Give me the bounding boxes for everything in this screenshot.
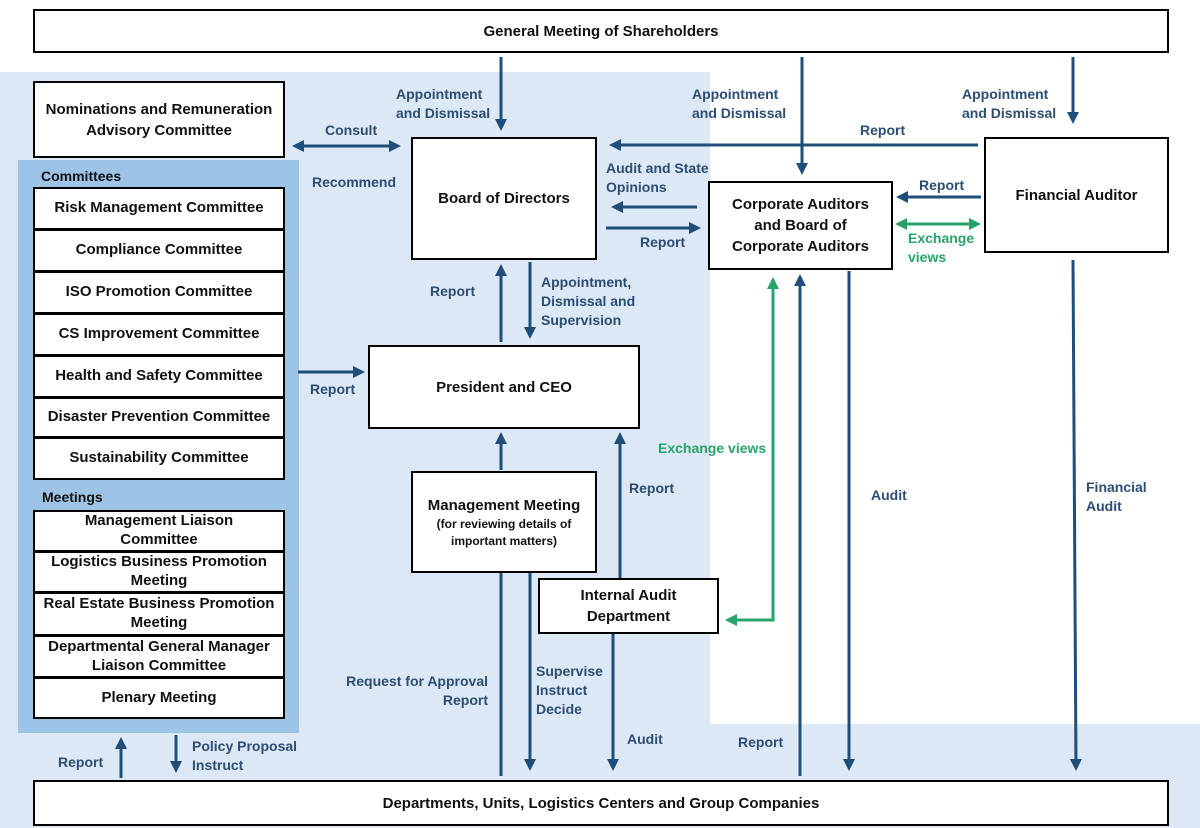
label-report-departments: Report xyxy=(738,734,784,750)
meeting-item: Management Liaison Committee xyxy=(33,510,285,552)
label-financial-audit: Financial Audit xyxy=(1086,479,1147,514)
president-box: President and CEO xyxy=(368,345,640,429)
departments-box: Departments, Units, Logistics Centers an… xyxy=(33,780,1169,826)
committees-heading: Committees xyxy=(41,168,122,184)
shareholders-box: General Meeting of Shareholders xyxy=(33,9,1169,53)
management-meeting-box: Management Meeting (for reviewing detail… xyxy=(411,471,597,573)
financial-auditor-box: Financial Auditor xyxy=(984,137,1169,253)
president-label: President and CEO xyxy=(436,378,572,396)
committee-item: ISO Promotion Committee xyxy=(33,271,285,314)
arrow-exchange-views-internal xyxy=(725,277,779,626)
committee-item: Compliance Committee xyxy=(33,229,285,272)
label-request-approval: Request for Approval Report xyxy=(346,673,488,708)
management-meeting-label: Management Meeting xyxy=(427,497,581,515)
label-audit-auditors: Audit xyxy=(871,487,907,503)
label-report-fa-auditors: Report xyxy=(919,177,965,193)
internal-audit-box: Internal Audit Department xyxy=(538,578,719,634)
arrow-financial-audit xyxy=(1069,259,1082,771)
committee-item: CS Improvement Committee xyxy=(33,313,285,356)
departments-label: Departments, Units, Logistics Centers an… xyxy=(382,794,820,812)
committee-item: Disaster Prevention Committee xyxy=(33,397,285,438)
label-report-board-auditors: Report xyxy=(640,234,686,250)
label-consult: Consult xyxy=(325,122,378,138)
corporate-auditors-box: Corporate Auditors and Board of Corporat… xyxy=(708,181,893,270)
label-report-bottom-left: Report xyxy=(58,754,104,770)
meeting-item: Logistics Business Promotion Meeting xyxy=(33,551,285,593)
label-exchange-views-internal: Exchange views xyxy=(658,440,767,456)
meeting-item: Plenary Meeting xyxy=(33,677,285,719)
financial-auditor-label: Financial Auditor xyxy=(1015,186,1138,204)
label-exchange-views-fa: Exchange views xyxy=(908,230,975,265)
label-audit-internal: Audit xyxy=(627,731,663,747)
internal-audit-label: Internal Audit Department xyxy=(580,587,677,625)
board-of-directors-box: Board of Directors xyxy=(411,137,597,260)
committee-item: Health and Safety Committee xyxy=(33,355,285,398)
committee-item: Sustainability Committee xyxy=(33,437,285,480)
label-audit-opinions: Audit and State Opinions xyxy=(606,160,709,195)
label-appointment-financial: Appointment and Dismissal xyxy=(962,86,1057,121)
label-appointment-supervision: Appointment, Dismissal and Supervision xyxy=(541,274,636,328)
board-of-directors-label: Board of Directors xyxy=(438,190,570,207)
label-report-president-board: Report xyxy=(430,283,476,299)
nominations-committee-box: Nominations and Remuneration Advisory Co… xyxy=(33,81,285,158)
nominations-committee-label: Nominations and Remuneration Advisory Co… xyxy=(45,100,273,139)
corporate-auditors-label: Corporate Auditors and Board of Corporat… xyxy=(732,196,869,255)
label-supervise: Supervise Instruct Decide xyxy=(536,663,603,717)
label-appointment-auditors: Appointment and Dismissal xyxy=(692,86,787,121)
shareholders-label: General Meeting of Shareholders xyxy=(483,22,719,40)
committee-item: Risk Management Committee xyxy=(33,187,285,230)
label-report-committees: Report xyxy=(310,381,356,397)
label-report-internal-audit: Report xyxy=(629,480,675,496)
label-appointment-board: Appointment and Dismissal xyxy=(396,86,491,121)
meetings-heading: Meetings xyxy=(42,489,103,505)
meeting-item: Departmental General Manager Liaison Com… xyxy=(33,635,285,678)
management-meeting-note: (for reviewing details of important matt… xyxy=(436,517,572,548)
label-report-fa-board: Report xyxy=(860,122,906,138)
label-policy-proposal: Policy Proposal Instruct xyxy=(192,738,298,773)
label-recommend: Recommend xyxy=(312,174,397,190)
meeting-item: Real Estate Business Promotion Meeting xyxy=(33,592,285,636)
